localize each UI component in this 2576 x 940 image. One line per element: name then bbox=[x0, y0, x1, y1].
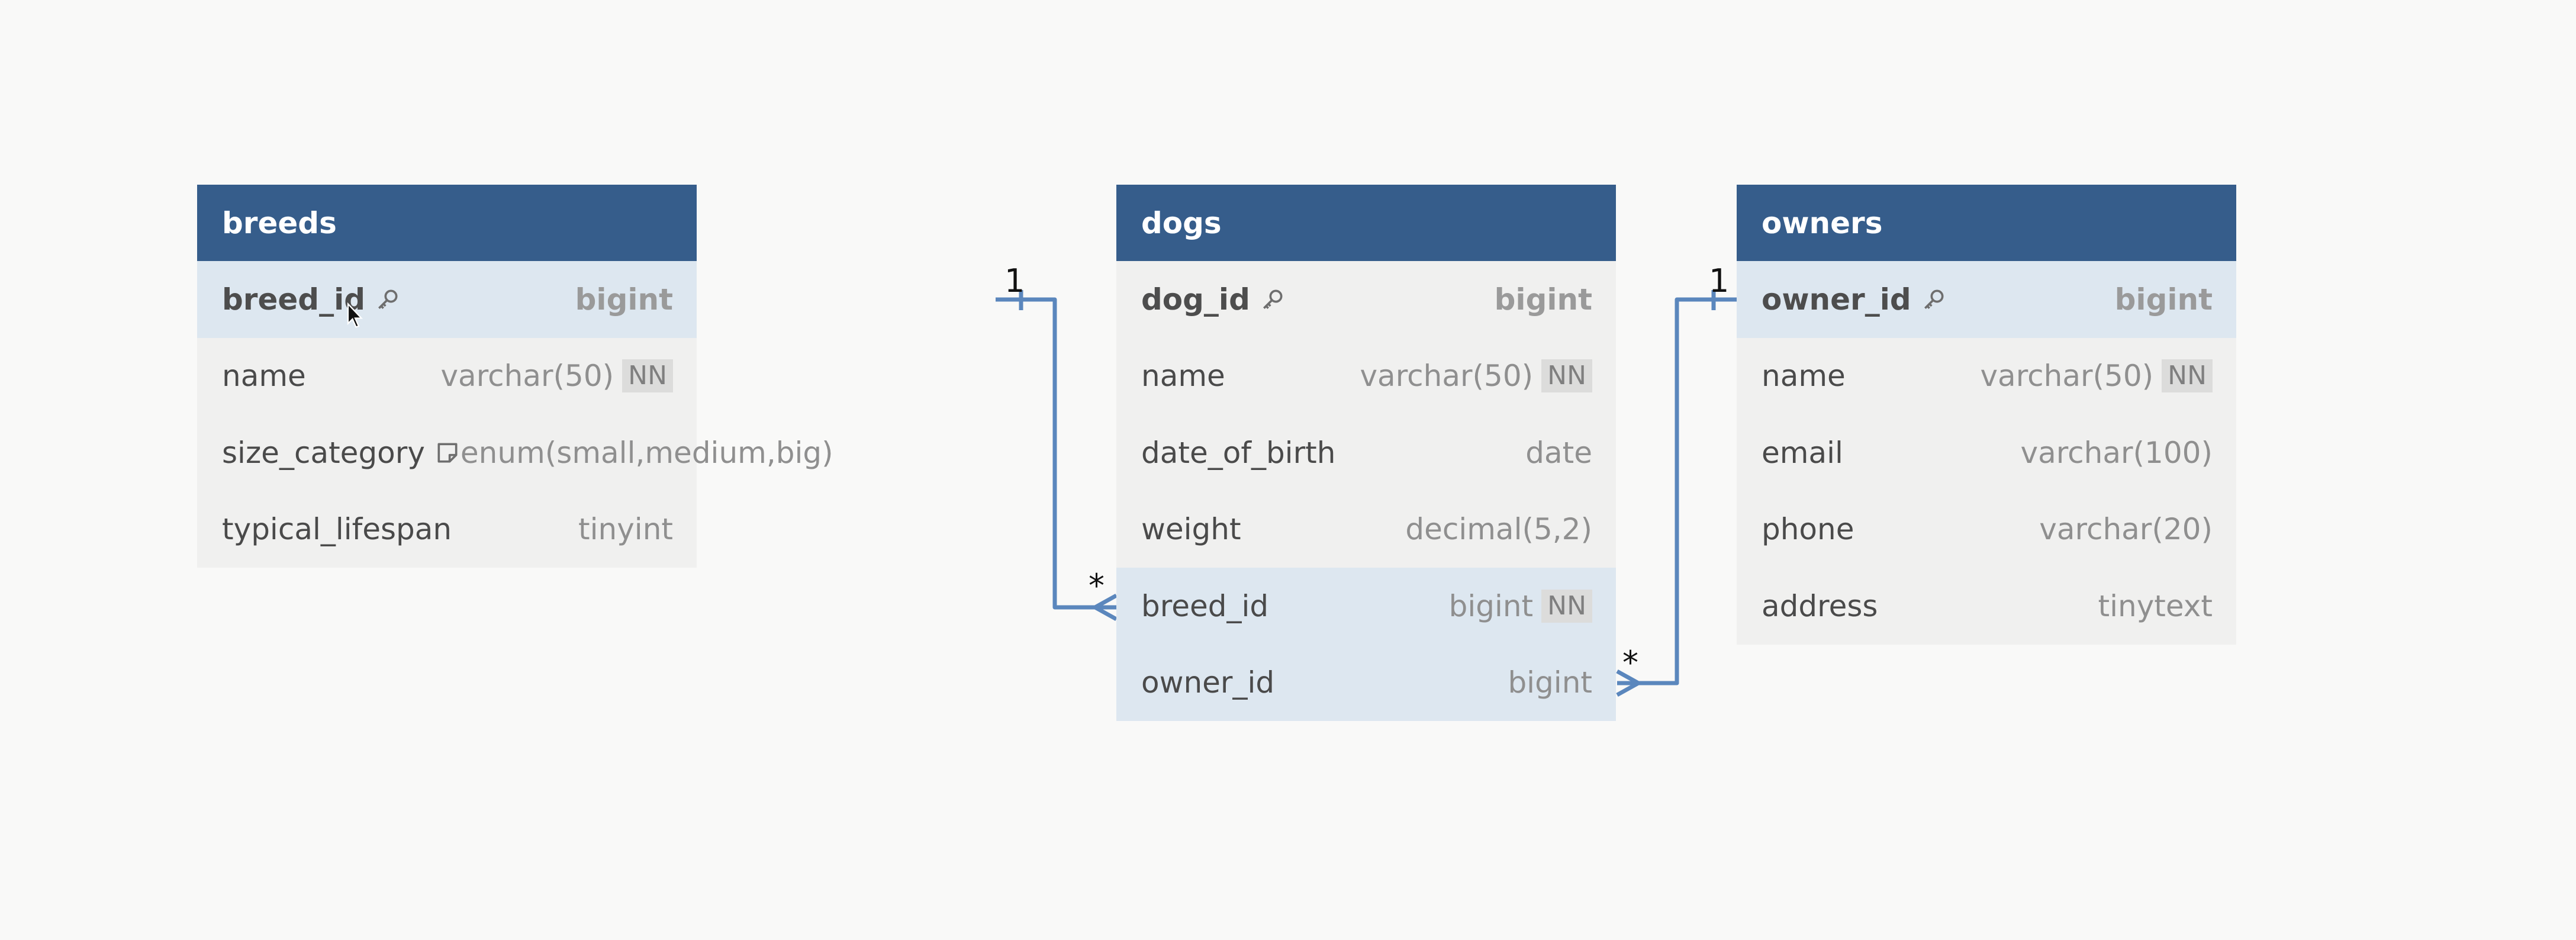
column-row[interactable]: weight decimal(5,2) bbox=[1116, 491, 1616, 568]
column-name: name bbox=[1141, 359, 1225, 394]
column-row[interactable]: breed_id bigint bbox=[197, 261, 697, 338]
column-type: varchar(50) bbox=[440, 359, 614, 394]
note-icon[interactable] bbox=[434, 440, 461, 466]
key-icon bbox=[1260, 286, 1286, 313]
cardinality-one: 1 bbox=[1004, 262, 1025, 300]
relation-owners-dogs[interactable] bbox=[1616, 290, 1737, 697]
column-name: phone bbox=[1762, 512, 1854, 547]
column-type: bigint bbox=[1448, 588, 1534, 623]
table-breeds[interactable]: breeds breed_id bigint name varchar(50) … bbox=[197, 185, 833, 568]
column-row[interactable]: name varchar(50) NN bbox=[1116, 338, 1616, 415]
column-type: bigint bbox=[575, 282, 673, 317]
column-type: decimal(5,2) bbox=[1405, 512, 1592, 547]
not-null-badge: NN bbox=[1541, 359, 1592, 393]
column-type: tinyint bbox=[578, 512, 673, 547]
column-row[interactable]: owner_id bigint bbox=[1116, 644, 1616, 721]
column-name: typical_lifespan bbox=[222, 512, 452, 547]
column-type: varchar(20) bbox=[2039, 512, 2213, 547]
key-icon bbox=[1921, 286, 1947, 313]
column-type: bigint bbox=[2114, 282, 2213, 317]
table-owners[interactable]: owners owner_id bigint name varchar(50) … bbox=[1737, 185, 2236, 645]
column-name: name bbox=[1762, 359, 1846, 394]
column-row[interactable]: date_of_birth date bbox=[1116, 414, 1616, 491]
column-name: owner_id bbox=[1762, 282, 1911, 317]
column-type: bigint bbox=[1494, 282, 1592, 317]
not-null-badge: NN bbox=[622, 359, 673, 393]
column-type: bigint bbox=[1508, 665, 1592, 700]
column-name: size_category bbox=[222, 435, 425, 470]
table-header[interactable]: owners bbox=[1737, 185, 2236, 261]
column-row[interactable]: phone varchar(20) bbox=[1737, 491, 2236, 568]
key-icon bbox=[375, 286, 401, 313]
column-name: email bbox=[1762, 435, 1843, 470]
not-null-badge: NN bbox=[2162, 359, 2213, 393]
table-dogs[interactable]: dogs dog_id bigint name varchar(50) NN d… bbox=[1116, 185, 1616, 721]
column-row[interactable]: name varchar(50) NN bbox=[197, 338, 697, 415]
cardinality-one: 1 bbox=[1709, 262, 1730, 300]
column-name: date_of_birth bbox=[1141, 435, 1336, 470]
table-header[interactable]: dogs bbox=[1116, 185, 1616, 261]
column-name: breed_id bbox=[1141, 588, 1269, 623]
cardinality-many: * bbox=[1089, 567, 1105, 604]
not-null-badge: NN bbox=[1541, 589, 1592, 623]
column-name: breed_id bbox=[222, 282, 365, 317]
column-row[interactable]: breed_id bigint NN bbox=[1116, 568, 1616, 645]
column-row[interactable]: size_category enum(small,medium,big) bbox=[197, 414, 833, 491]
column-row[interactable]: address tinytext bbox=[1737, 568, 2236, 645]
column-type: varchar(50) bbox=[1360, 359, 1534, 394]
column-name: address bbox=[1762, 588, 1878, 623]
column-name: owner_id bbox=[1141, 665, 1275, 700]
column-type: varchar(50) bbox=[1980, 359, 2154, 394]
mouse-cursor-icon bbox=[347, 302, 363, 328]
column-row[interactable]: email varchar(100) bbox=[1737, 414, 2236, 491]
table-header[interactable]: breeds bbox=[197, 185, 697, 261]
cardinality-many: * bbox=[1622, 644, 1638, 681]
column-row[interactable]: name varchar(50) NN bbox=[1737, 338, 2236, 415]
column-type: tinytext bbox=[2098, 588, 2213, 623]
column-row[interactable]: typical_lifespan tinyint bbox=[197, 491, 697, 568]
relation-breeds-dogs[interactable] bbox=[996, 290, 1118, 622]
column-name: name bbox=[222, 359, 306, 394]
column-type: varchar(100) bbox=[2020, 435, 2213, 470]
column-row[interactable]: owner_id bigint bbox=[1737, 261, 2236, 338]
column-type: enum(small,medium,big) bbox=[460, 435, 833, 470]
column-row[interactable]: dog_id bigint bbox=[1116, 261, 1616, 338]
column-name: dog_id bbox=[1141, 282, 1250, 317]
column-type: date bbox=[1525, 435, 1592, 470]
column-name: weight bbox=[1141, 512, 1241, 547]
